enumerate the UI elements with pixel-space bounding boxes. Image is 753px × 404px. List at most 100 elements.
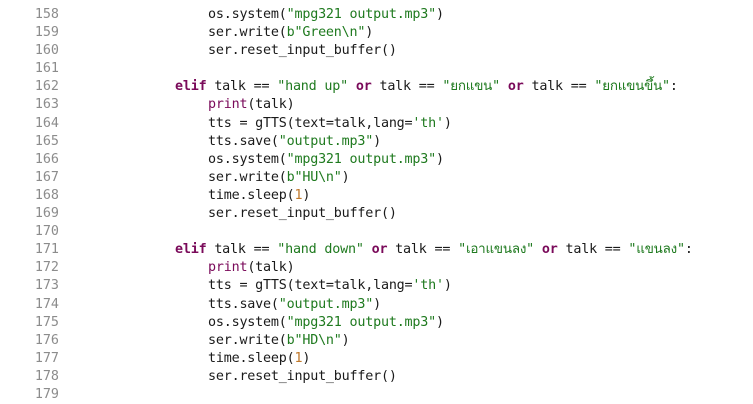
line-number: 171 xyxy=(34,242,59,258)
code-text: ) xyxy=(436,7,444,22)
code-text: ) xyxy=(436,151,444,167)
line-number: 160 xyxy=(34,43,59,59)
code-line[interactable]: 171 elif talk == "hand down" or talk == "… xyxy=(0,241,753,259)
code-content: os.system("mpg321 output.mp3") xyxy=(76,314,444,332)
code-text: tts = gTTS(text=talk,lang= xyxy=(208,115,413,131)
code-content: ser.reset_input_buffer() xyxy=(76,205,397,223)
string-token: "ยกแขนขึ้น" xyxy=(594,79,670,95)
code-line[interactable]: 165 tts.save("output.mp3") xyxy=(0,133,753,151)
code-line[interactable]: 177 time.sleep(1) xyxy=(0,350,753,368)
code-content: tts.save("output.mp3") xyxy=(76,133,381,151)
code-text: os.system( xyxy=(208,151,287,167)
code-text: ) xyxy=(365,25,374,41)
code-text: tts.save( xyxy=(208,133,279,149)
line-number: 177 xyxy=(34,350,59,366)
string-token: "hand up" xyxy=(277,79,348,95)
builtin-token: print xyxy=(208,260,248,276)
string-token: b"Green\n" xyxy=(286,25,366,41)
number-token: 1 xyxy=(294,187,303,203)
code-text: ) xyxy=(341,332,350,348)
string-token: 'th' xyxy=(412,278,444,294)
code-text: ser.write( xyxy=(208,169,287,185)
code-line[interactable]: 179 xyxy=(0,386,753,404)
code-text: time.sleep( xyxy=(208,350,295,366)
code-line[interactable]: 159 ser.write(b"Green\n") xyxy=(0,24,753,42)
string-token: "แขนลง" xyxy=(628,242,685,258)
code-text: : xyxy=(684,242,693,258)
code-text xyxy=(534,242,542,257)
code-content: ser.write(b"Green\n") xyxy=(76,24,373,42)
code-text: ser.write( xyxy=(208,332,287,348)
keyword-token: or xyxy=(371,242,388,258)
code-text: os.system( xyxy=(208,7,287,22)
line-number: 164 xyxy=(34,115,59,131)
code-text: talk == xyxy=(206,242,278,258)
number-token: 1 xyxy=(294,350,303,366)
code-line[interactable]: 164 tts = gTTS(text=talk,lang='th') xyxy=(0,115,753,133)
code-text: ) xyxy=(443,115,452,131)
code-text: talk == xyxy=(371,79,443,95)
code-text: ) xyxy=(436,314,444,330)
code-text: talk == xyxy=(206,79,278,95)
code-text: talk == xyxy=(523,79,595,95)
code-text: ser.reset_input_buffer() xyxy=(208,368,397,384)
code-line[interactable]: 161 xyxy=(0,60,753,78)
code-content: os.system("mpg321 output.mp3") xyxy=(76,151,444,169)
code-text: tts.save( xyxy=(208,296,279,312)
line-number: 176 xyxy=(34,332,59,348)
line-number: 178 xyxy=(34,368,59,384)
code-line[interactable]: 170 xyxy=(0,223,753,241)
string-token: "mpg321 output.mp3" xyxy=(286,7,437,22)
code-line[interactable]: 160 ser.reset_input_buffer() xyxy=(0,42,753,60)
code-text: talk == xyxy=(557,242,629,258)
code-line[interactable]: 176 ser.write(b"HD\n") xyxy=(0,332,753,350)
code-text: talk == xyxy=(387,242,459,258)
line-number: 174 xyxy=(34,296,59,312)
code-line[interactable]: 167 ser.write(b"HU\n") xyxy=(0,169,753,187)
string-token: "mpg321 output.mp3" xyxy=(286,151,437,167)
keyword-token: elif xyxy=(175,242,207,258)
code-text xyxy=(348,79,356,94)
code-content: time.sleep(1) xyxy=(76,187,310,205)
code-text xyxy=(500,79,508,94)
code-content: os.system("mpg321 output.mp3") xyxy=(76,6,444,24)
code-text: ) xyxy=(373,296,381,312)
string-token: b"HU\n" xyxy=(286,169,342,185)
line-number: 159 xyxy=(34,25,59,41)
code-line[interactable]: 158 os.system("mpg321 output.mp3") xyxy=(0,6,753,24)
code-text: tts = gTTS(text=talk,lang= xyxy=(208,278,413,294)
line-number: 167 xyxy=(34,169,59,185)
string-token: "mpg321 output.mp3" xyxy=(286,314,437,330)
code-text: ser.reset_input_buffer() xyxy=(208,43,397,59)
code-text: ser.write( xyxy=(208,25,287,41)
code-text: os.system( xyxy=(208,314,287,330)
line-number: 179 xyxy=(34,386,59,402)
line-number: 175 xyxy=(34,314,59,330)
line-number: 163 xyxy=(34,97,59,113)
code-content: ser.reset_input_buffer() xyxy=(76,42,397,60)
code-content: tts = gTTS(text=talk,lang='th') xyxy=(76,115,452,133)
line-number: 165 xyxy=(34,133,59,149)
code-content: ser.write(b"HD\n") xyxy=(76,332,350,350)
code-line[interactable]: 175 os.system("mpg321 output.mp3") xyxy=(0,314,753,332)
line-number: 158 xyxy=(34,7,59,22)
keyword-token: or xyxy=(355,79,372,95)
keyword-token: or xyxy=(507,79,524,95)
code-text: (talk) xyxy=(247,260,295,276)
code-content: elif talk == "hand down" or talk == "เอา… xyxy=(76,241,693,259)
code-content: ser.write(b"HU\n") xyxy=(76,169,350,187)
code-content: elif talk == "hand up" or talk == "ยกแขน… xyxy=(76,78,678,96)
line-number: 173 xyxy=(34,278,59,294)
code-line[interactable]: 178 ser.reset_input_buffer() xyxy=(0,368,753,386)
code-text: ) xyxy=(302,350,311,366)
builtin-token: print xyxy=(208,97,248,113)
